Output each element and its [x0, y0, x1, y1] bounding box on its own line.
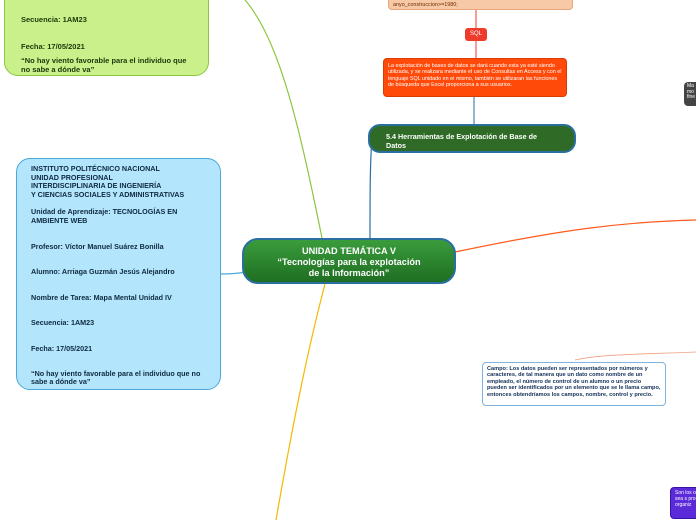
info-date: Fecha: 17/05/2021: [31, 343, 93, 353]
info-student: Alumno: Arriaga Guzmán Jesús Alejandro: [31, 267, 175, 277]
sql-description-node[interactable]: La explotación de bases de datos se dará…: [383, 58, 567, 97]
link-center-to-right: [454, 219, 696, 253]
info-inst4: Y CIENCIAS SOCIALES Y ADMINISTRATIVAS: [31, 189, 185, 199]
central-topic[interactable]: UNIDAD TEMÁTICA V “Tecnologías para la e…: [242, 238, 456, 284]
green-seq: Secuencia: 1AM23: [21, 15, 87, 24]
tools-label: 5.4 Herramientas de Explotación de Base …: [386, 132, 537, 150]
info-unit: Unidad de Aprendizaje: TECNOLOGÍAS EN AM…: [31, 207, 178, 225]
tools-topic[interactable]: 5.4 Herramientas de Explotación de Base …: [368, 124, 576, 153]
info-inst1: INSTITUTO POLITÉCNICO NACIONAL: [31, 164, 160, 173]
info-quote: “No hay viento favorable para el individ…: [31, 368, 201, 387]
center-line2: “Tecnologías para la explotación: [277, 257, 421, 267]
purple-text: Son los o sea s proces organiz: [675, 490, 696, 508]
info-seq: Secuencia: 1AM23: [31, 318, 95, 328]
info-inst3: INTERDISCIPLINARIA DE INGENIERÍA: [31, 181, 162, 191]
peach-text: anyo_construccion>=1980;: [393, 2, 458, 8]
link-center-to-tools: [369, 139, 373, 239]
dark-text: Ma mo fine: [687, 83, 696, 100]
info-prof: Profesor: Víctor Manuel Suárez Bonilla: [31, 241, 164, 251]
green-date: Fecha: 17/05/2021: [21, 42, 85, 51]
orange-text: La explotación de bases de datos se dará…: [388, 63, 562, 88]
campo-text: Campo: Los datos pueden ser representado…: [487, 366, 661, 398]
link-center-to-green: [244, 0, 323, 239]
purple-node[interactable]: Son los o sea s proces organiz: [670, 487, 696, 519]
green-quote: “No hay viento favorable para el individ…: [21, 56, 187, 74]
dark-node[interactable]: Ma mo fine: [684, 82, 696, 106]
info-panel[interactable]: INSTITUTO POLITÉCNICO NACIONAL UNIDAD PR…: [16, 158, 221, 390]
sql-node[interactable]: SQL: [465, 28, 487, 41]
info-inst2: UNIDAD PROFESIONAL: [31, 172, 113, 182]
campo-node[interactable]: Campo: Los datos pueden ser representado…: [482, 362, 666, 406]
link-campo: [574, 351, 696, 361]
sql-query-node[interactable]: anyo_construccion>=1980;: [388, 0, 573, 10]
link-center-to-bottom: [275, 283, 326, 520]
info-task: Nombre de Tarea: Mapa Mental Unidad IV: [31, 292, 172, 302]
center-line1: UNIDAD TEMÁTICA V: [301, 246, 397, 256]
green-panel[interactable]: Secuencia: 1AM23 Fecha: 17/05/2021 “No h…: [4, 0, 209, 76]
center-line3: de la Información”: [308, 268, 390, 278]
sql-label: SQL: [469, 31, 482, 37]
